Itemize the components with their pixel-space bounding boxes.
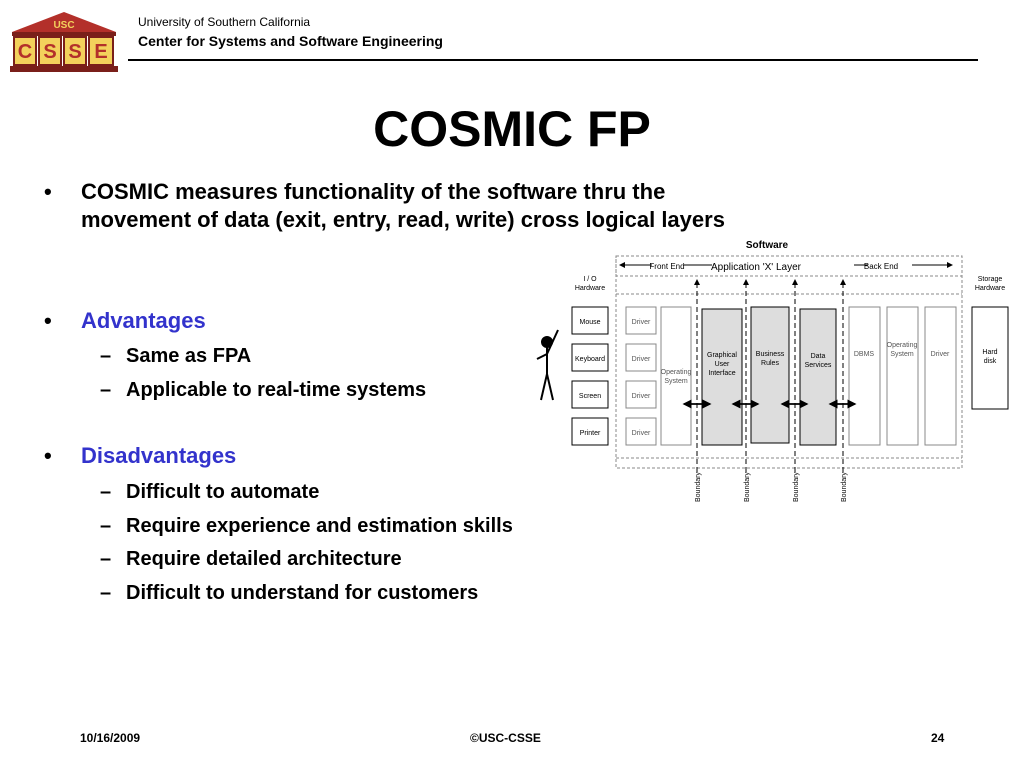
bullet-line2: movement of data (exit, entry, read, wri… <box>81 207 725 232</box>
dbms-label: DBMS <box>854 351 875 358</box>
dash-marker: – <box>100 582 112 604</box>
dbms-box <box>848 306 881 446</box>
gui-box <box>701 308 743 446</box>
right-driver-box <box>924 306 957 446</box>
logo-letter-s2: S <box>68 41 81 63</box>
driver-label: Driver <box>632 356 651 363</box>
disadvantage-item: Difficult to understand for customers <box>126 582 479 604</box>
data-services-box <box>799 308 837 446</box>
bullet-marker: • <box>44 308 52 333</box>
advantage-item: Same as FPA <box>126 345 252 367</box>
back-end-label: Back End <box>864 262 898 271</box>
io-device-box <box>571 306 609 335</box>
io-device-box <box>571 417 609 446</box>
logo-letter-s1: S <box>43 41 56 63</box>
dash-marker: – <box>100 515 112 537</box>
right-os-box <box>886 306 919 446</box>
driver-label: Driver <box>632 319 651 326</box>
header-divider <box>128 59 978 61</box>
disadvantage-item: Require detailed architecture <box>126 548 402 570</box>
right-driver-label: Driver <box>931 351 950 358</box>
driver-label: Driver <box>632 430 651 437</box>
boundary-label: Boundary <box>793 472 800 502</box>
dash-marker: – <box>100 548 112 570</box>
usc-csse-logo: USC C S S E <box>10 12 118 72</box>
bullet-marker: • <box>44 179 52 204</box>
bullet-line1: COSMIC measures functionality of the sof… <box>81 179 666 204</box>
advantages-heading: Advantages <box>81 308 206 333</box>
business-rules-box <box>750 306 790 444</box>
boundary-label: Boundary <box>841 472 848 502</box>
disadvantage-item: Difficult to automate <box>126 481 320 503</box>
boundary-label: Boundary <box>744 472 751 502</box>
driver-label: Driver <box>632 393 651 400</box>
dash-marker: – <box>100 379 112 401</box>
center-name: Center for Systems and Software Engineer… <box>138 33 443 49</box>
cosmic-layer-diagram: Software Front End Application 'X' Layer… <box>536 240 1009 502</box>
io-device-label: Screen <box>579 393 601 400</box>
boundary-label: Boundary <box>695 472 702 502</box>
disadvantages-heading: Disadvantages <box>81 443 237 468</box>
logo-usc-text: USC <box>53 20 74 31</box>
driver-box <box>625 306 657 335</box>
bullet-marker: • <box>44 443 52 468</box>
driver-box <box>625 417 657 446</box>
diagram-title: Software <box>746 240 789 251</box>
io-device-box <box>571 343 609 372</box>
org-name: University of Southern California <box>138 15 311 29</box>
app-layer-label: Application 'X' Layer <box>711 262 802 273</box>
user-figure-icon <box>536 329 559 401</box>
io-device-label: Mouse <box>579 319 600 326</box>
dash-marker: – <box>100 345 112 367</box>
io-device-label: Keyboard <box>575 356 605 363</box>
slide-title: COSMIC FP <box>373 101 651 157</box>
io-device-label: Printer <box>580 430 601 437</box>
hard-disk-box <box>971 306 1009 410</box>
driver-box <box>625 380 657 409</box>
footer-date: 10/16/2009 <box>80 731 141 745</box>
io-device-box <box>571 380 609 409</box>
left-os-box <box>660 306 692 446</box>
logo-letter-e: E <box>94 41 107 63</box>
footer-copyright: ©USC-CSSE <box>470 731 541 745</box>
front-end-label: Front End <box>649 262 684 271</box>
dash-marker: – <box>100 481 112 503</box>
logo-letter-c: C <box>18 41 32 63</box>
footer-page-number: 24 <box>931 731 945 745</box>
disadvantage-item: Require experience and estimation skills <box>126 515 513 537</box>
advantage-item: Applicable to real-time systems <box>126 379 427 401</box>
driver-box <box>625 343 657 372</box>
